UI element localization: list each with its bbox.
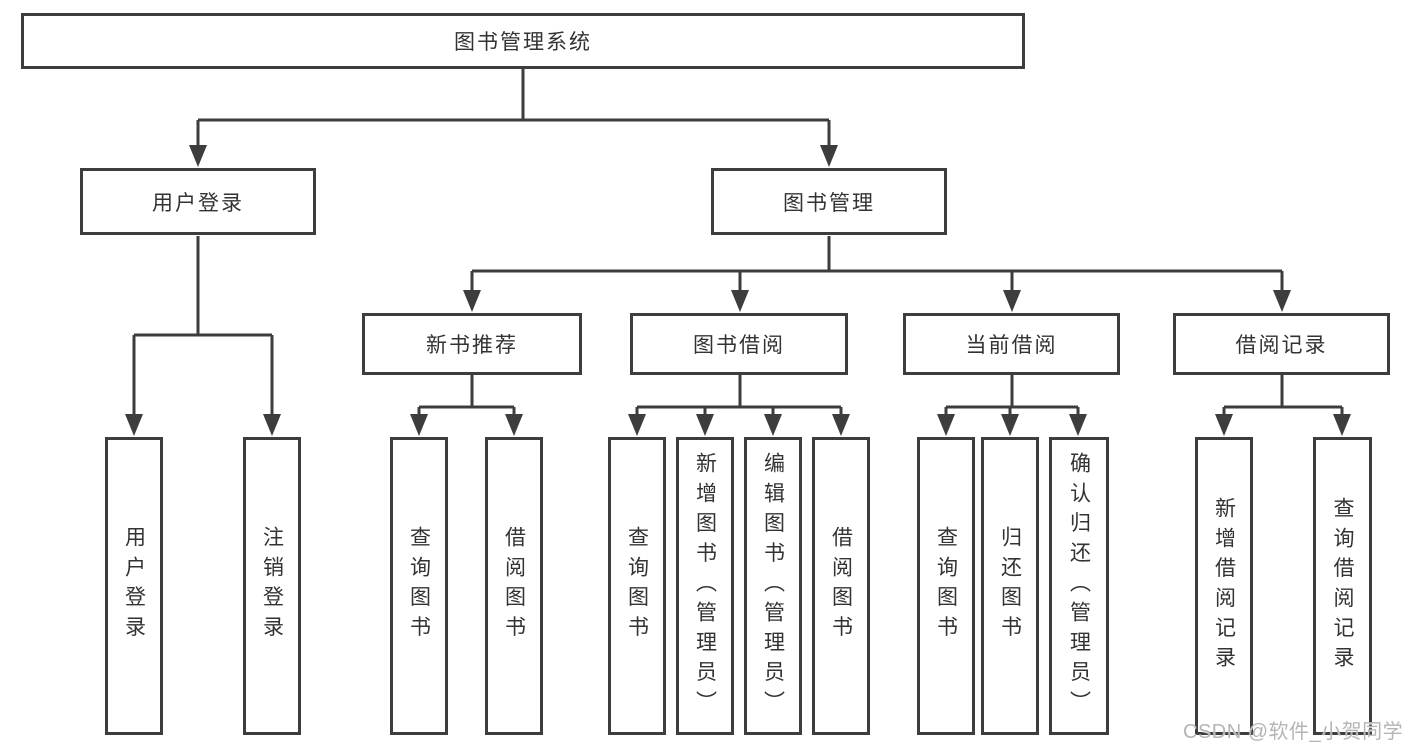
csdn-watermark: CSDN @软件_小贺同学: [1183, 721, 1404, 743]
leaf-borrow-books: 借阅图书: [812, 437, 870, 735]
leaf-label: 查询图书: [934, 526, 958, 646]
leaf-recommend-query-books: 查询图书: [390, 437, 448, 735]
leaf-label: 确认归还（管理员）: [1067, 451, 1091, 721]
leaf-current-query-books: 查询图书: [917, 437, 975, 735]
leaf-label: 查询图书: [625, 526, 649, 646]
leaf-add-books-admin: 新增图书（管理员）: [676, 437, 734, 735]
leaf-edit-books-admin: 编辑图书（管理员）: [744, 437, 802, 735]
leaf-confirm-return-admin: 确认归还（管理员）: [1049, 437, 1109, 735]
leaf-logout: 注销登录: [243, 437, 301, 735]
leaf-user-login: 用户登录: [105, 437, 163, 735]
leaf-recommend-borrow-books: 借阅图书: [485, 437, 543, 735]
leaf-borrow-query-books: 查询图书: [608, 437, 666, 735]
leaf-label: 借阅图书: [502, 526, 526, 646]
leaf-add-borrow-record: 新增借阅记录: [1195, 437, 1253, 735]
arrowheads: [125, 145, 1351, 436]
node-new-book-recommend: 新书推荐: [362, 313, 582, 375]
leaf-query-borrow-record: 查询借阅记录: [1313, 437, 1372, 735]
leaf-label: 编辑图书（管理员）: [761, 451, 785, 721]
leaf-label: 新增借阅记录: [1212, 496, 1236, 676]
leaf-label: 查询借阅记录: [1331, 496, 1354, 676]
node-book-borrowing: 图书借阅: [630, 313, 848, 375]
leaf-label: 归还图书: [998, 526, 1022, 646]
node-user-login: 用户登录: [80, 168, 316, 235]
leaf-label: 新增图书（管理员）: [693, 451, 717, 721]
node-book-management: 图书管理: [711, 168, 947, 235]
leaf-label: 注销登录: [260, 526, 284, 646]
leaf-label: 查询图书: [407, 526, 431, 646]
node-root-library-system: 图书管理系统: [21, 13, 1025, 69]
node-borrowing-records: 借阅记录: [1173, 313, 1390, 375]
leaf-return-books: 归还图书: [981, 437, 1039, 735]
leaf-label: 用户登录: [122, 526, 146, 646]
node-current-borrowing: 当前借阅: [903, 313, 1120, 375]
leaf-label: 借阅图书: [829, 526, 853, 646]
